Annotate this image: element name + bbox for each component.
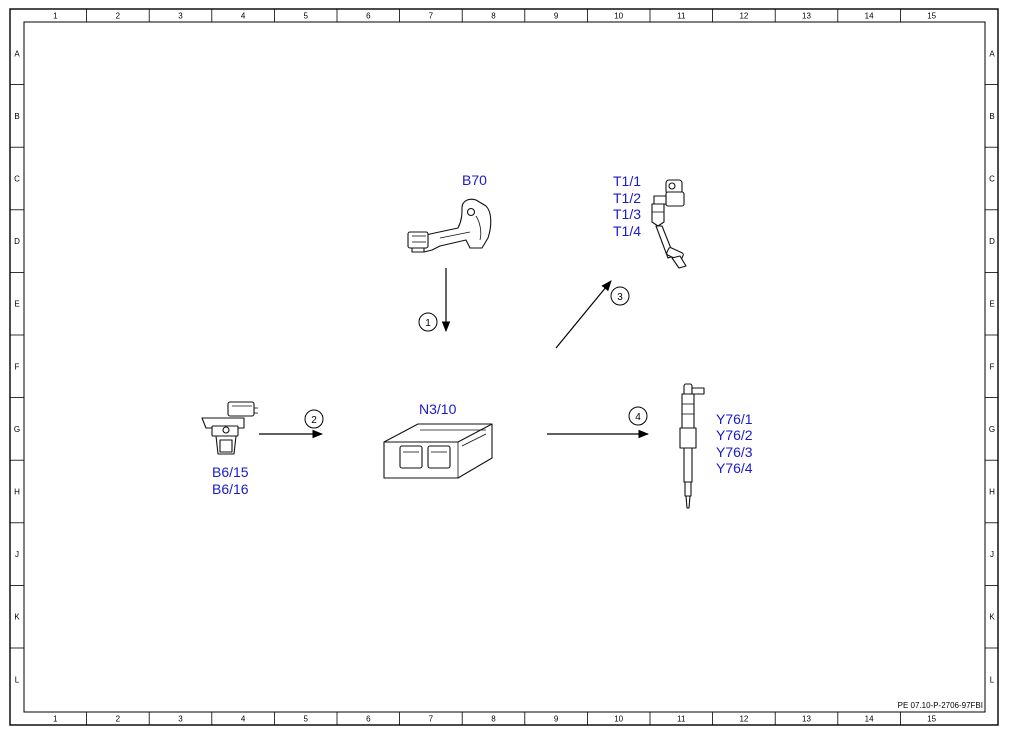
crankshaft-sensor-icon (407, 198, 492, 253)
label-b70: B70 (462, 172, 487, 188)
grid-column-label: 7 (429, 715, 434, 724)
grid-column-label: 14 (865, 12, 874, 21)
grid-column-label: 4 (241, 715, 246, 724)
grid-row-label: K (14, 613, 20, 622)
grid-column-label: 2 (116, 715, 121, 724)
label-b6-15: B6/15 (212, 464, 249, 480)
grid-row-label: E (989, 300, 994, 309)
label-y76-4: Y76/4 (716, 460, 753, 476)
grid-labels: 1122334455667788991010111112121313141415… (14, 12, 995, 724)
grid-row-label: G (989, 425, 995, 434)
grid-column-label: 12 (739, 12, 748, 21)
grid-column-label: 11 (677, 715, 686, 724)
grid-ticks (10, 9, 998, 725)
label-y76-3: Y76/3 (716, 444, 753, 460)
grid-row-label: F (15, 362, 20, 371)
inner-frame (23, 21, 986, 713)
grid-column-label: 6 (366, 715, 371, 724)
grid-column-label: 8 (491, 12, 496, 21)
grid-column-label: 13 (802, 715, 811, 724)
grid-row-label: G (14, 425, 20, 434)
grid-row-label: J (15, 550, 19, 559)
grid-column-label: 15 (927, 715, 936, 724)
label-t1-3: T1/3 (613, 206, 641, 222)
label-t1-2: T1/2 (613, 190, 641, 206)
grid-column-label: 7 (429, 12, 434, 21)
grid-row-label: B (14, 112, 19, 121)
ignition-coil-icon (651, 179, 687, 269)
document-reference: PE 07.10-P-2706-97FBI (898, 701, 983, 710)
grid-column-label: 13 (802, 12, 811, 21)
grid-row-label: L (15, 675, 20, 684)
grid-column-label: 4 (241, 12, 246, 21)
grid-column-label: 12 (739, 715, 748, 724)
grid-column-label: 10 (614, 12, 623, 21)
callout-3: 3 (610, 286, 630, 306)
callout-number: 1 (425, 318, 431, 329)
grid-row-label: D (989, 237, 995, 246)
grid-column-label: 8 (491, 715, 496, 724)
camshaft-sensor-icon (201, 401, 258, 455)
grid-row-label: L (990, 675, 995, 684)
control-unit-icon (383, 423, 493, 479)
grid-row-label: H (14, 488, 20, 497)
grid-column-label: 5 (303, 12, 308, 21)
callout-4: 4 (628, 406, 648, 426)
grid-row-label: C (14, 175, 20, 184)
grid-row-label: E (14, 300, 19, 309)
label-t1-1: T1/1 (613, 173, 641, 189)
grid-column-label: 2 (116, 12, 121, 21)
grid-column-label: 1 (53, 715, 58, 724)
label-y76-1: Y76/1 (716, 411, 753, 427)
callout-2: 2 (304, 409, 324, 429)
grid-column-label: 3 (178, 715, 183, 724)
grid-row-label: F (990, 362, 995, 371)
grid-column-label: 6 (366, 12, 371, 21)
outer-frame (9, 8, 999, 726)
callout-number: 4 (635, 412, 641, 423)
grid-row-label: B (989, 112, 994, 121)
grid-row-label: C (989, 175, 995, 184)
callout-number: 3 (617, 292, 623, 303)
callout-1: 1 (418, 312, 438, 332)
label-b6-16: B6/16 (212, 481, 249, 497)
injector-icon (679, 383, 705, 509)
signal-arrow-3 (555, 280, 612, 349)
grid-column-label: 9 (554, 715, 559, 724)
grid-row-label: H (989, 488, 995, 497)
grid-row-label: A (14, 49, 20, 58)
grid-row-label: K (989, 613, 995, 622)
callout-number: 2 (311, 415, 317, 426)
grid-column-label: 15 (927, 12, 936, 21)
grid-column-label: 14 (865, 715, 874, 724)
grid-column-label: 5 (303, 715, 308, 724)
grid-column-label: 10 (614, 715, 623, 724)
grid-row-label: D (14, 237, 20, 246)
grid-column-label: 3 (178, 12, 183, 21)
label-t1-4: T1/4 (613, 223, 641, 239)
grid-row-label: A (989, 49, 995, 58)
label-y76-2: Y76/2 (716, 427, 753, 443)
grid-column-label: 1 (53, 12, 58, 21)
grid-row-label: J (990, 550, 994, 559)
label-n3-10: N3/10 (419, 401, 457, 417)
grid-column-label: 11 (677, 12, 686, 21)
grid-column-label: 9 (554, 12, 559, 21)
